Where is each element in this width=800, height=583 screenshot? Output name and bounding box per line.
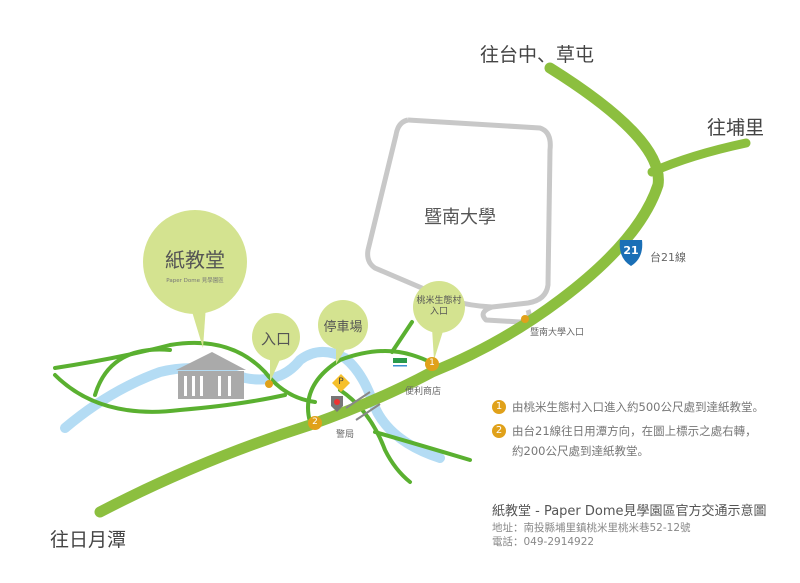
marker-1 — [425, 357, 439, 371]
store-label: 便利商店 — [405, 387, 442, 397]
police-label: 警局 — [336, 430, 355, 440]
entrance-bubble: 入口 — [260, 330, 291, 348]
highway-label: 台21線 — [650, 251, 686, 264]
entrance-dot — [265, 380, 273, 388]
note-1-number: 1 — [492, 400, 506, 414]
note-2-cont: 約200公尺處到達紙教堂。 — [512, 444, 649, 458]
footer-address: 地址：南投縣埔里鎮桃米里桃米巷52-12號 — [492, 522, 691, 534]
marker-2-label: 2 — [312, 417, 318, 427]
bubbles — [143, 210, 465, 382]
note-1-text: 由桃米生態村入口進入約500公尺處到達紙教堂。 — [512, 400, 764, 414]
campus-entrance-dot — [521, 315, 529, 323]
note-2: 2 由台21線往日用潭方向，在圖上標示之處右轉， — [492, 423, 757, 439]
marker-1-label: 1 — [429, 358, 435, 368]
parking-label: P — [338, 377, 344, 387]
highway-shield-number: 21 — [623, 244, 639, 257]
taomi-entrance-bubble: 桃米生態村 入口 — [416, 296, 462, 317]
note-2-number: 2 — [492, 424, 506, 438]
highway-puli — [647, 138, 751, 177]
footer-title: 紙教堂 - Paper Dome見學園區官方交通示意圖 — [492, 504, 767, 519]
local-roads — [53, 320, 472, 484]
footer-phone: 電話：049-2914922 — [492, 536, 595, 548]
direction-sun-moon-lake: 往日月潭 — [50, 529, 127, 551]
paper-dome-building-icon — [176, 352, 246, 399]
highway-shield-icon — [619, 240, 643, 266]
paper-dome-subtitle: Paper Dome 見學園區 — [166, 278, 224, 284]
direction-taichung: 往台中、草屯 — [480, 44, 595, 66]
convenience-store-icon — [393, 358, 407, 367]
parking-icon — [332, 374, 350, 392]
campus-outline — [365, 117, 493, 310]
note-1: 1 由桃米生態村入口進入約500公尺處到達紙教堂。 — [492, 399, 764, 415]
campus-label: 暨南大學 — [424, 207, 496, 228]
paper-dome-title: 紙教堂 — [165, 248, 225, 272]
bridge-icon — [345, 391, 381, 421]
marker-2 — [308, 416, 322, 430]
campus-entrance-label: 暨南大學入口 — [530, 328, 585, 338]
note-2-text: 由台21線往日用潭方向，在圖上標示之處右轉， — [512, 424, 757, 438]
parking-bubble: 停車場 — [323, 320, 363, 335]
direction-puli: 往埔里 — [707, 117, 765, 139]
